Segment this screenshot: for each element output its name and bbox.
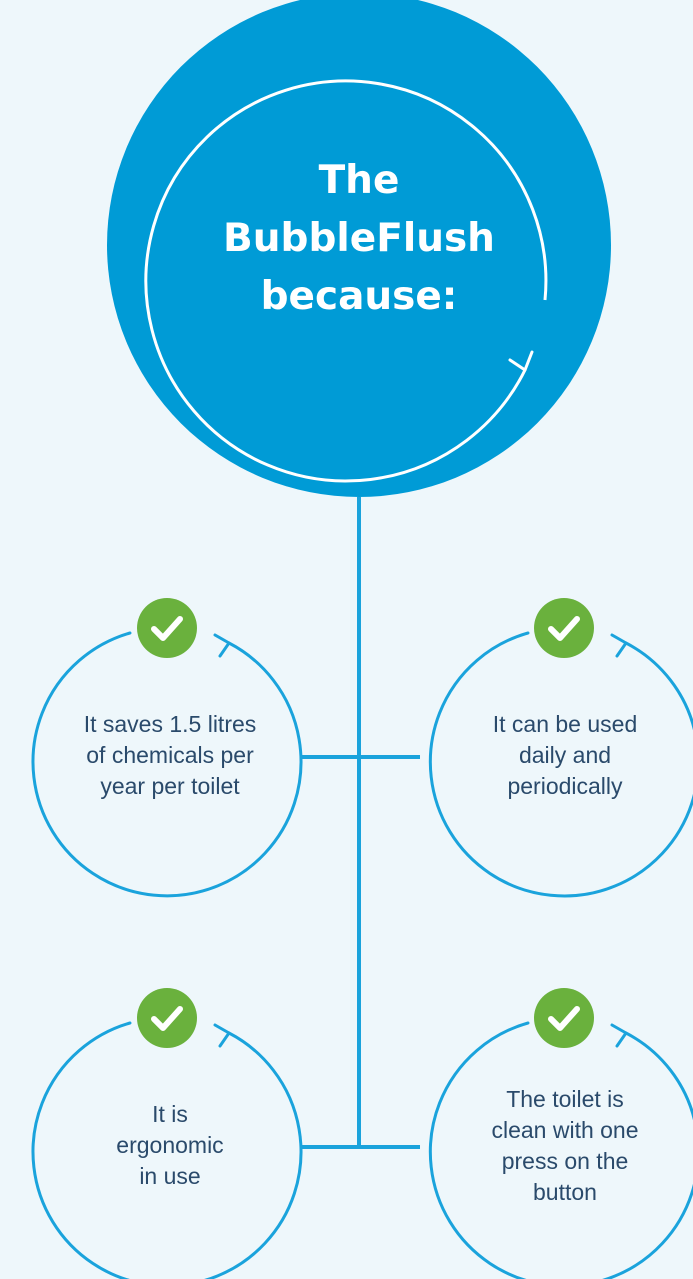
bubble-outline-4 <box>428 1021 693 1279</box>
bubble-outline-1 <box>31 631 303 898</box>
benefit-line: It is <box>152 1101 188 1127</box>
benefit-text-1: It saves 1.5 litres of chemicals per yea… <box>25 709 315 802</box>
check-icon <box>534 598 594 658</box>
benefit-text-4: The toilet is clean with one press on th… <box>420 1084 693 1208</box>
bubble-outline-2 <box>428 631 693 898</box>
bubble-outline-3 <box>31 1021 303 1279</box>
check-icon <box>534 988 594 1048</box>
benefit-line: ergonomic <box>116 1132 224 1158</box>
check-icon <box>137 988 197 1048</box>
benefit-line: button <box>533 1179 597 1205</box>
benefit-line: year per toilet <box>100 773 240 799</box>
hero-ring-arrowhead <box>508 350 534 372</box>
benefit-line: It can be used <box>492 711 638 737</box>
benefit-line: in use <box>139 1163 201 1189</box>
connector-lines <box>300 497 420 1149</box>
benefit-line: clean with one <box>491 1117 639 1143</box>
benefit-line: The toilet is <box>506 1086 624 1112</box>
hero-title-line: BubbleFlush <box>223 216 495 261</box>
benefit-text-2: It can be used daily and periodically <box>420 709 693 802</box>
benefit-line: of chemicals per <box>86 742 254 768</box>
hero-title-line: because: <box>260 274 458 319</box>
hero-ring-arrow <box>144 79 548 483</box>
bubble-arrow-4 <box>610 1023 628 1048</box>
benefit-line: periodically <box>507 773 623 799</box>
benefit-line: daily and <box>518 742 612 768</box>
benefit-text-3: It is ergonomic in use <box>25 1099 315 1192</box>
hero-title-line: The <box>318 158 400 203</box>
benefit-line: press on the <box>501 1148 629 1174</box>
hero-title: The BubbleFlush because: <box>186 152 532 326</box>
bubble-arrow-3 <box>213 1023 231 1048</box>
check-icon <box>137 598 197 658</box>
hero-circle <box>107 0 611 497</box>
bubble-outlines <box>31 631 693 1279</box>
bubble-arrow-2 <box>610 633 628 658</box>
benefit-line: It saves 1.5 litres <box>83 711 257 737</box>
bubble-arrow-1 <box>213 633 231 658</box>
